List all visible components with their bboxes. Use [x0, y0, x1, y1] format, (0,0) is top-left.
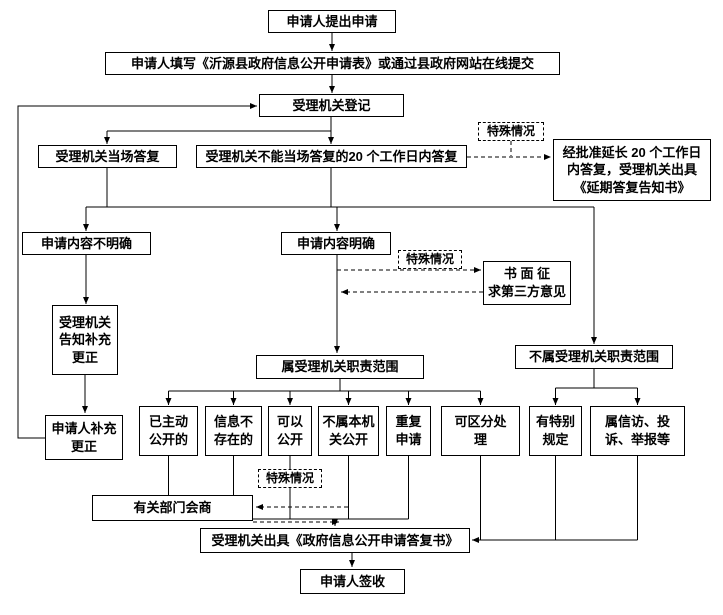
node-can-public: 可以 公开 — [268, 406, 312, 456]
node-special-case-1: 特殊情况 — [478, 122, 544, 141]
node-content-unclear: 申请内容不明确 — [22, 232, 151, 255]
node-applicant-supplement: 申请人补充 更正 — [45, 415, 123, 460]
node-not-this-org: 不属本机 关公开 — [318, 406, 379, 456]
node-separable: 可区分处 理 — [441, 406, 520, 456]
node-start: 申请人提出申请 — [268, 10, 396, 33]
node-within-20days: 受理机关不能当场答复的20 个工作日内答复 — [196, 145, 467, 168]
node-special-case-2: 特殊情况 — [398, 250, 462, 269]
node-notify-supplement: 受理机关 告知补充 更正 — [52, 305, 118, 375]
node-special-rules: 有特别 规定 — [529, 406, 582, 456]
node-fill-form: 申请人填写《沂源县政府信息公开申请表》或通过县政府网站在线提交 — [105, 52, 560, 75]
node-in-scope: 属受理机关职责范围 — [256, 355, 424, 379]
node-already-public: 已主动 公开的 — [139, 406, 198, 456]
node-not-in-scope: 不属受理机关职责范围 — [515, 345, 673, 369]
node-content-clear: 申请内容明确 — [281, 232, 391, 255]
node-consult: 有关部门会商 — [92, 495, 253, 521]
node-petition: 属信访、投 诉、举报等 — [590, 406, 685, 456]
solid-lines — [86, 117, 638, 540]
node-issue-reply: 受理机关出具《政府信息公开申请答复书》 — [200, 528, 470, 553]
node-onspot-reply: 受理机关当场答复 — [38, 145, 177, 168]
node-register: 受理机关登记 — [259, 94, 404, 117]
node-special-case-3: 特殊情况 — [258, 469, 322, 488]
node-extend-reply: 经批准延长 20 个工作日 内答复，受理机关出具 《延期答复告知书》 — [553, 139, 711, 201]
node-repeat-apply: 重复 申请 — [386, 406, 431, 456]
node-sign: 申请人签收 — [300, 569, 405, 594]
node-info-not-exist: 信息不 存在的 — [205, 406, 262, 456]
dashed-arrows — [253, 154, 551, 525]
node-third-party: 书 面 征 求第三方意见 — [483, 261, 571, 305]
